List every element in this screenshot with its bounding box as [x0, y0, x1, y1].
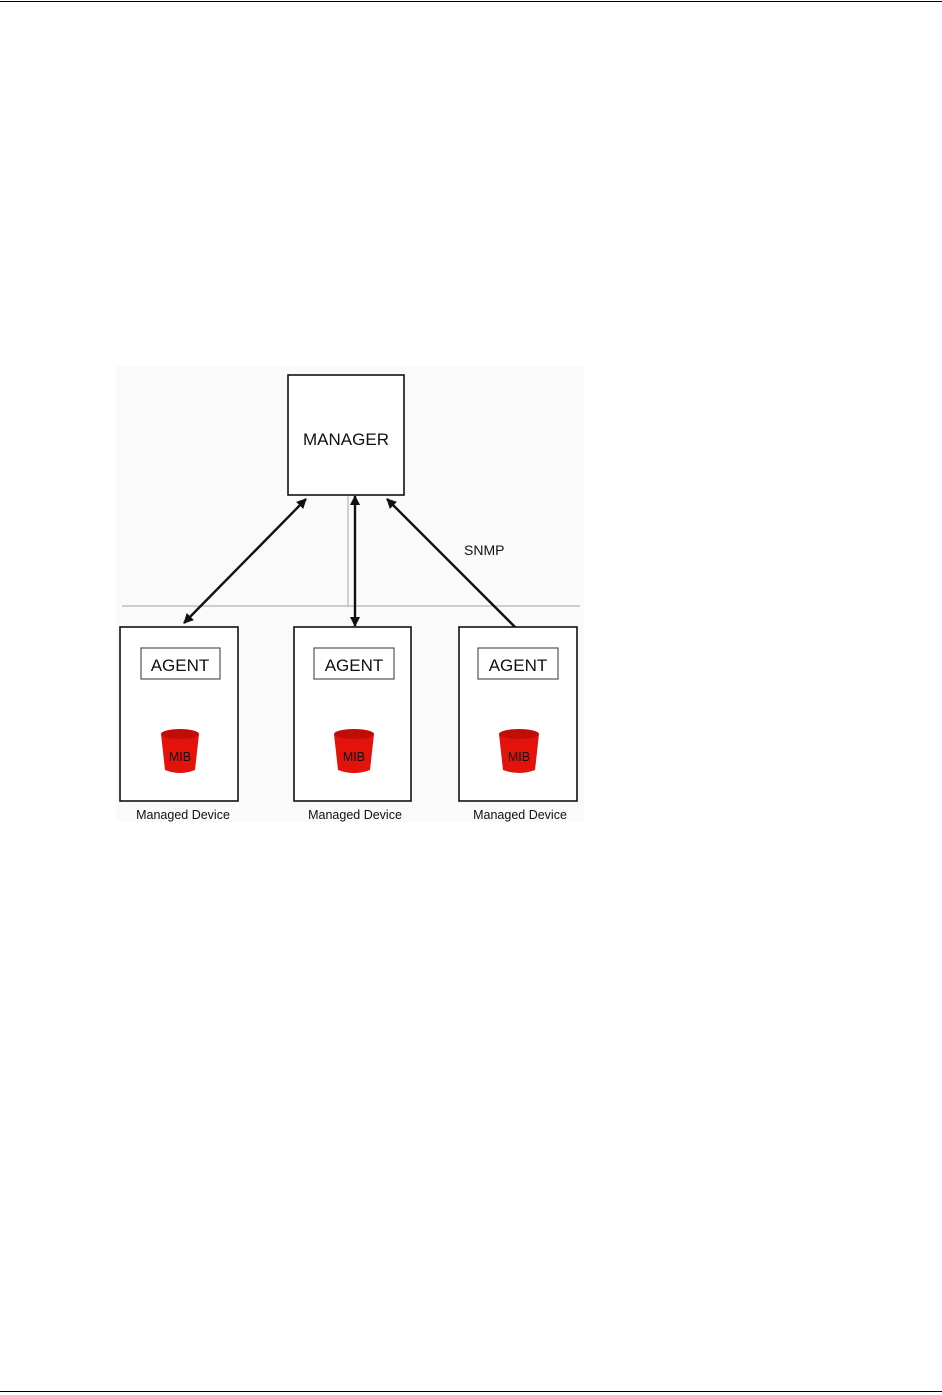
agent-label: AGENT — [325, 656, 384, 675]
snmp-label: SNMP — [464, 542, 504, 558]
device-label: Managed Device — [473, 808, 567, 822]
agent-label: AGENT — [489, 656, 548, 675]
mib-label: MIB — [343, 750, 365, 764]
device-label: Managed Device — [308, 808, 402, 822]
managed-device-2: AGENT MIB Managed Device — [294, 627, 411, 822]
managed-device-1: AGENT MIB Managed Device — [120, 627, 238, 822]
header-rule — [0, 1, 942, 2]
footer-rule — [0, 1391, 942, 1392]
device-label: Managed Device — [136, 808, 230, 822]
agent-label: AGENT — [151, 656, 210, 675]
manager-label: MANAGER — [303, 430, 389, 449]
mib-label: MIB — [508, 750, 530, 764]
managed-device-3: AGENT MIB Managed Device — [459, 627, 577, 822]
snmp-management-diagram: MANAGER SNMP AGENT MIB Managed Device AG… — [114, 364, 586, 826]
mib-label: MIB — [169, 750, 191, 764]
